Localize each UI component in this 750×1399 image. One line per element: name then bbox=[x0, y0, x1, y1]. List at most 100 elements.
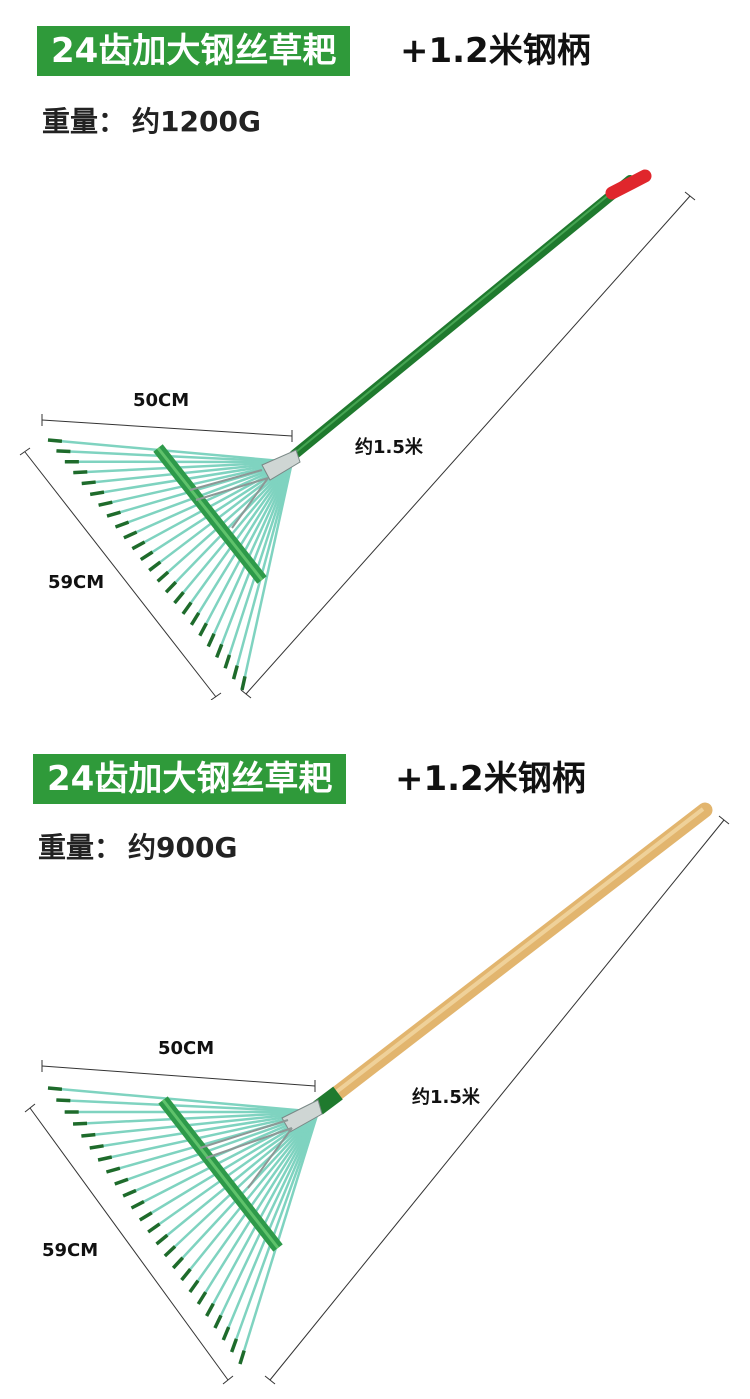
rake-tine-tip bbox=[240, 675, 247, 691]
product-title-badge: 24齿加大钢丝草耙 bbox=[37, 26, 351, 76]
rake-tine-tip bbox=[213, 1314, 223, 1329]
rake-tine-tip bbox=[238, 1350, 246, 1365]
rake-tine-tip bbox=[180, 1268, 192, 1282]
rake-tine-tip bbox=[198, 622, 208, 637]
rake-tine bbox=[98, 460, 293, 507]
rake-tine bbox=[131, 460, 293, 550]
handle-length-label: 约1.5米 bbox=[412, 1087, 480, 1108]
rake-tine-tip bbox=[47, 1086, 63, 1091]
rake-tine-tip bbox=[188, 1279, 200, 1294]
width-dimension-label: 50CM bbox=[133, 390, 190, 411]
red-grip bbox=[605, 169, 652, 200]
weight-value: 约900G bbox=[128, 831, 238, 864]
rake-tine-tip bbox=[189, 611, 201, 626]
rake-tine bbox=[215, 461, 294, 658]
brace-wire bbox=[199, 1119, 293, 1189]
rake-tine bbox=[89, 460, 293, 496]
rake-tine-tip bbox=[73, 470, 88, 475]
rake-tine-tip bbox=[130, 1200, 145, 1210]
rake-tine bbox=[232, 461, 294, 680]
rake-tine-tip bbox=[122, 1188, 137, 1198]
rake-tine-tip bbox=[72, 1121, 88, 1126]
rake-tine bbox=[115, 460, 293, 529]
rake-tine bbox=[198, 461, 294, 637]
steel-handle bbox=[289, 175, 635, 460]
rake-tine bbox=[72, 1110, 319, 1126]
rake-tine bbox=[190, 461, 294, 626]
dimension-lines bbox=[24, 815, 730, 1385]
rake-tine bbox=[181, 461, 294, 615]
rake-tine-tip bbox=[206, 633, 216, 648]
rake-illustration-wood bbox=[24, 802, 730, 1385]
rake-tine-tip bbox=[81, 1132, 96, 1138]
rake-tine-tip bbox=[89, 1144, 104, 1150]
rake-tine-tip bbox=[131, 540, 146, 551]
rake-tine-tip bbox=[56, 449, 71, 454]
rake-tine bbox=[230, 1111, 320, 1353]
handle-connector bbox=[281, 1099, 323, 1133]
brace-wire bbox=[189, 469, 269, 529]
rake-tine bbox=[164, 1111, 319, 1257]
rake-tine-tip bbox=[156, 570, 170, 583]
product-section-wood-handle: 24齿加大钢丝草耙 +1.2米钢柄 重量：约900G 50CM 59CM 约1.… bbox=[0, 700, 750, 1399]
rake-tine bbox=[156, 461, 293, 583]
rake-tine bbox=[89, 1110, 319, 1150]
rake-tine-tip bbox=[139, 550, 154, 562]
rake-tine bbox=[155, 1111, 319, 1245]
rake-tine bbox=[205, 1111, 320, 1317]
rake-tine-tip bbox=[147, 1222, 161, 1234]
rake-tine bbox=[240, 461, 294, 691]
rake-tine-tip bbox=[106, 510, 121, 518]
dimension-lines bbox=[19, 191, 696, 700]
weight-row: 重量：约900G bbox=[38, 826, 237, 866]
rake-tine bbox=[123, 460, 293, 539]
rake-tine bbox=[165, 461, 293, 594]
rake-tine bbox=[222, 1111, 320, 1341]
weight-label: 重量： bbox=[38, 831, 123, 864]
rake-tine-tip bbox=[123, 530, 138, 540]
rake-tine-tip bbox=[105, 1166, 121, 1174]
rake-tine-tip bbox=[114, 1177, 129, 1186]
rake-tine bbox=[213, 1111, 320, 1329]
rake-tine-tip bbox=[230, 1338, 239, 1353]
weight-value: 约1200G bbox=[132, 105, 261, 138]
rake-tine-tip bbox=[171, 1256, 185, 1270]
product-section-steel-handle: 24齿加大钢丝草耙 +1.2米钢柄 重量：约1200G 50CM 59CM bbox=[19, 26, 696, 700]
handle-collar bbox=[313, 1086, 343, 1115]
rake-tine-tip bbox=[138, 1211, 153, 1222]
rake-tine-tip bbox=[97, 1155, 113, 1162]
rake-tine bbox=[56, 449, 293, 464]
rake-tines bbox=[47, 438, 294, 691]
rake-tine bbox=[73, 460, 293, 474]
rake-tine bbox=[148, 461, 293, 572]
rake-tine-tip bbox=[231, 665, 239, 680]
rake-tine-tip bbox=[215, 643, 224, 659]
rake-tine bbox=[173, 461, 293, 604]
rake-tine-tip bbox=[196, 1291, 208, 1305]
rake-tine-tip bbox=[98, 500, 113, 507]
rake-tine-tip bbox=[164, 580, 178, 594]
rake-tine bbox=[223, 461, 294, 669]
rake-tine bbox=[172, 1111, 319, 1269]
rake-tine-tip bbox=[181, 601, 193, 615]
rake-tine bbox=[114, 1110, 319, 1186]
rake-tine bbox=[56, 1098, 319, 1114]
rake-tine bbox=[81, 460, 293, 485]
rake-tine bbox=[180, 1111, 319, 1281]
rake-tine-tip bbox=[155, 1233, 169, 1246]
handle-length-label: 约1.5米 bbox=[355, 437, 423, 458]
rake-tine bbox=[238, 1111, 320, 1365]
rake-tine-tip bbox=[81, 480, 96, 486]
length-dimension-label: 59CM bbox=[48, 572, 105, 593]
weight-row: 重量：约1200G bbox=[42, 100, 261, 140]
rake-tine bbox=[81, 1110, 319, 1138]
rake-tine bbox=[188, 1111, 320, 1293]
handle-spec: +1.2米钢柄 bbox=[400, 31, 591, 71]
length-dimension-label: 59CM bbox=[42, 1240, 99, 1261]
rake-tine-tip bbox=[221, 1326, 231, 1341]
rake-tine bbox=[47, 1086, 319, 1114]
rake-illustration-steel bbox=[19, 169, 696, 700]
rake-tine bbox=[122, 1110, 319, 1198]
rake-tine bbox=[207, 461, 294, 648]
product-title-badge: 24齿加大钢丝草耙 bbox=[33, 754, 347, 804]
